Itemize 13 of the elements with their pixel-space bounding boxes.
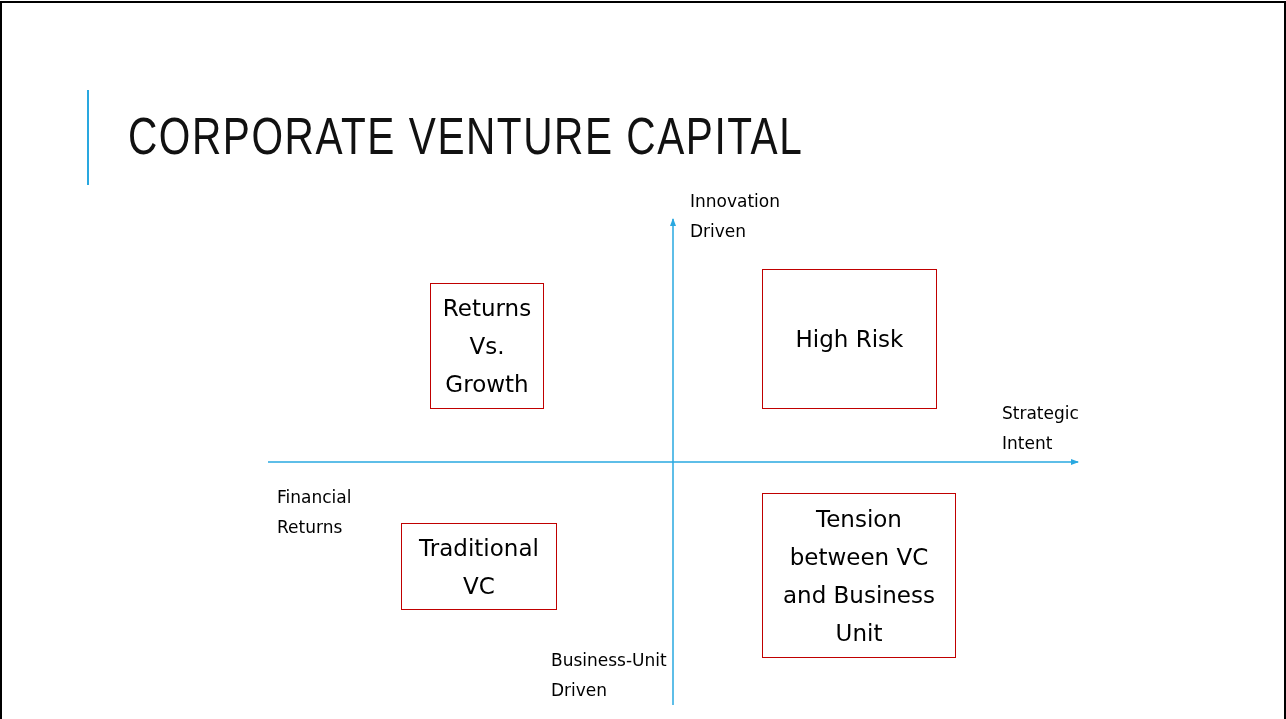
- quadrant-label: High Risk: [794, 325, 905, 354]
- axis-label: Financial Returns: [277, 486, 353, 539]
- quadrant-box: [430, 283, 544, 409]
- quadrant-box: [401, 523, 557, 610]
- quadrant-box: [762, 269, 937, 409]
- quadrant-label: Tension between VC and Business Unit: [782, 504, 936, 648]
- slide-title: CORPORATE VENTURE CAPITAL: [128, 106, 804, 166]
- axis-label: Strategic Intent: [1002, 402, 1080, 455]
- quadrant-box: [762, 493, 956, 658]
- axis-label: Innovation Driven: [690, 190, 781, 243]
- quadrant-label: Traditional VC: [418, 533, 540, 601]
- quadrant-label: Returns Vs. Growth: [441, 294, 533, 399]
- axis-label: Business-Unit Driven: [551, 649, 668, 702]
